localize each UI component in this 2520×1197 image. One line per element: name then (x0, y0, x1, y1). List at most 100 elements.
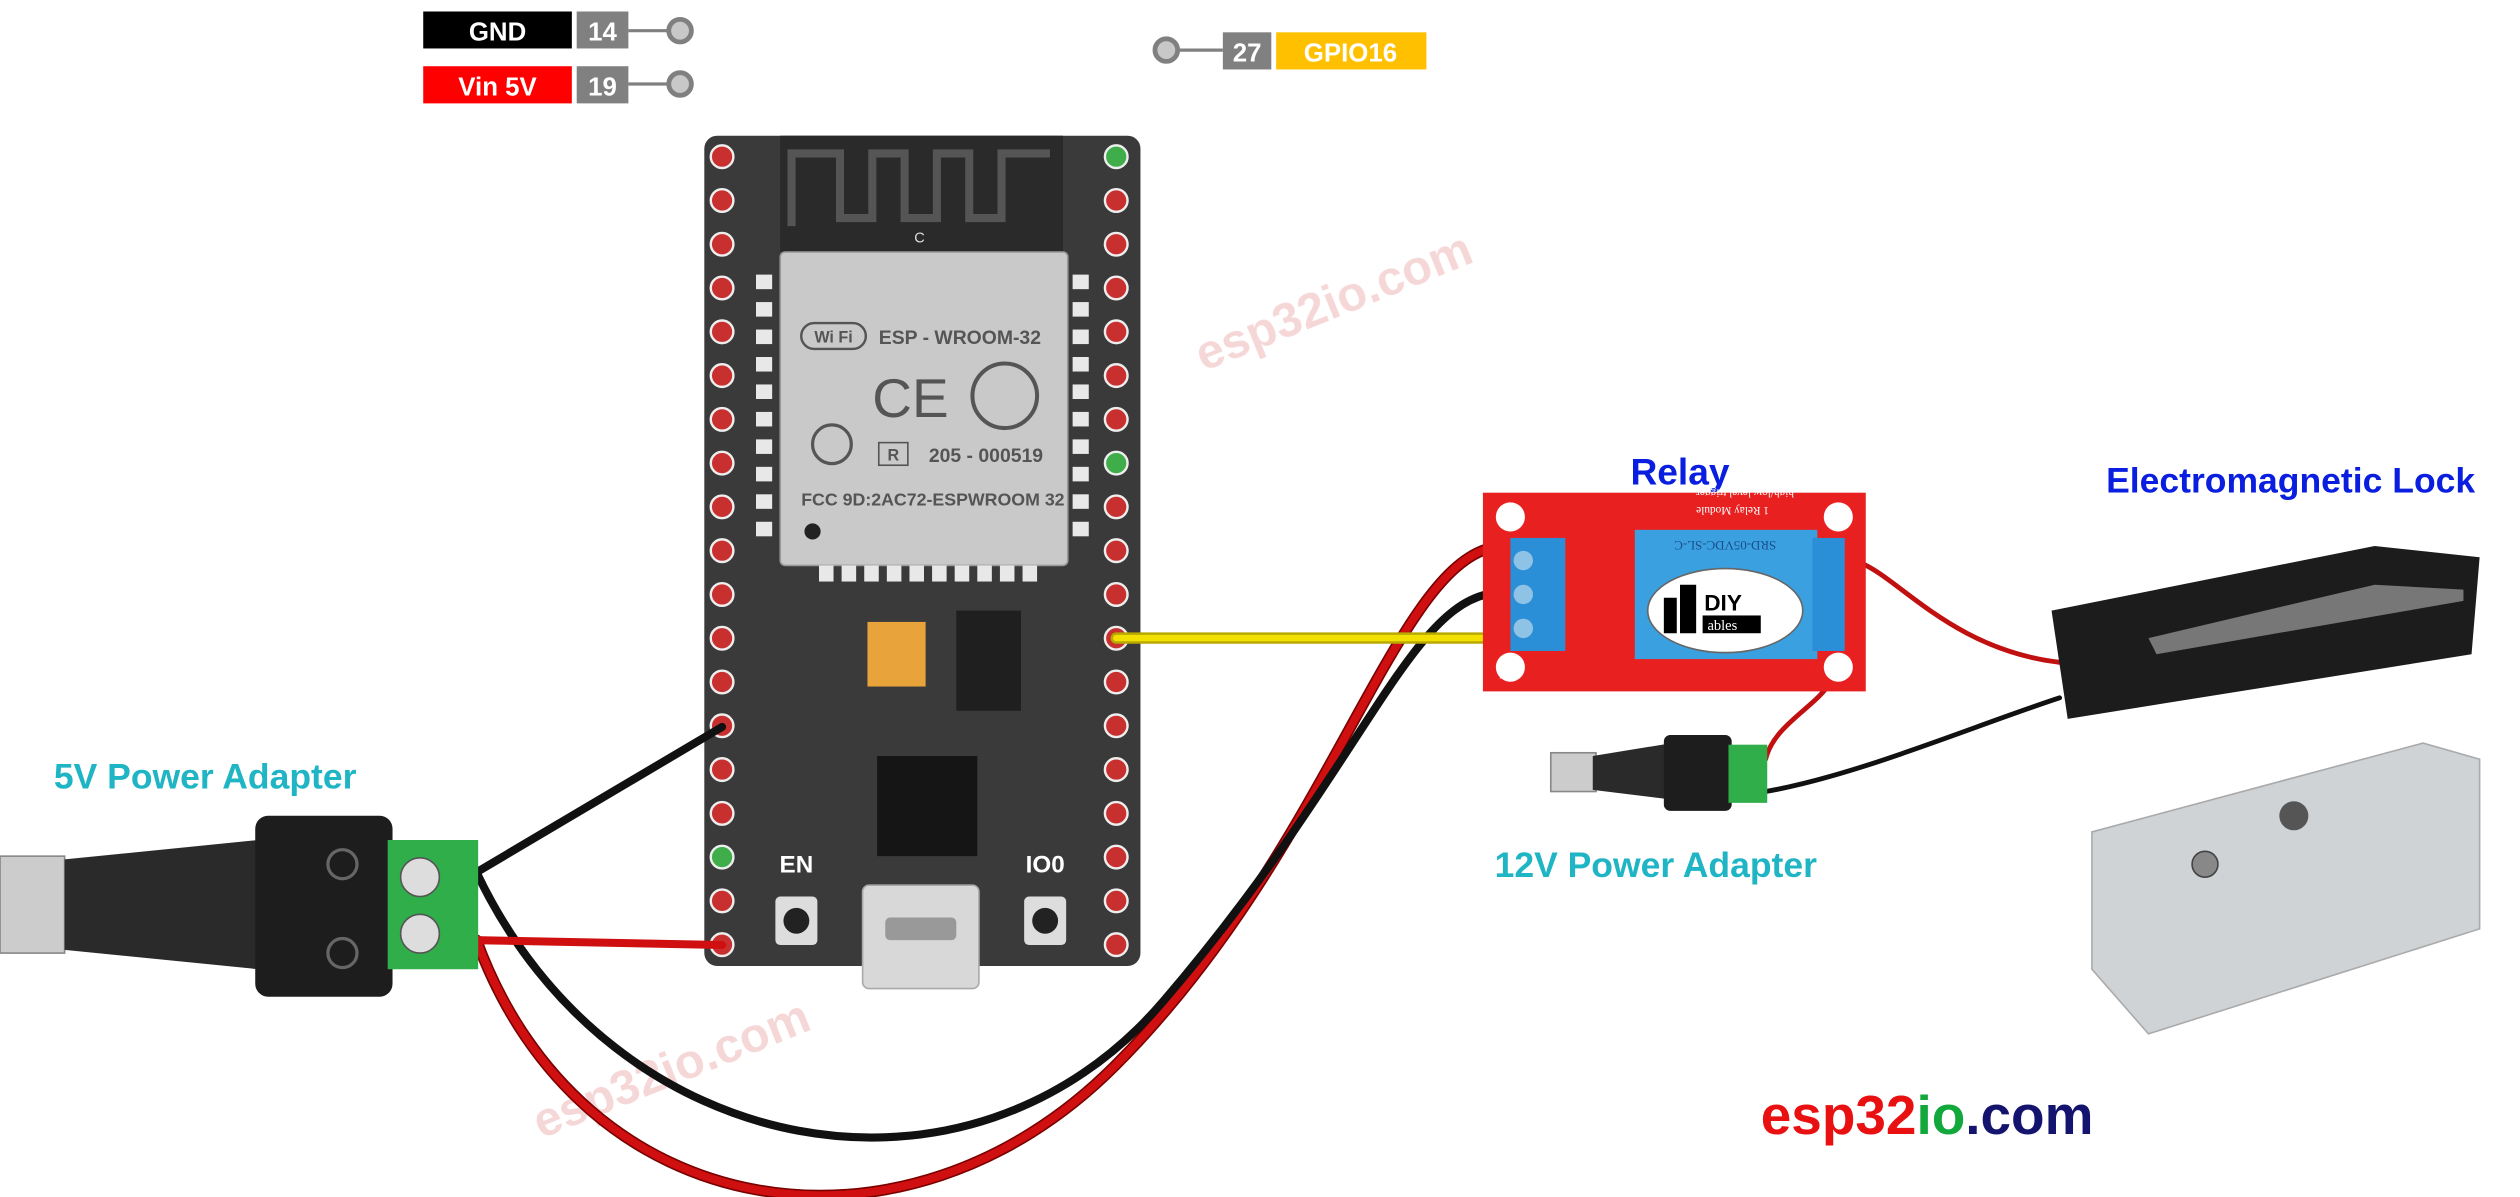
header-pin (1103, 363, 1129, 389)
header-pin (709, 450, 735, 476)
header-pin (709, 363, 735, 389)
header-pin (709, 494, 735, 520)
header-pin (1103, 669, 1129, 695)
relay-model: SRD-05VDC-SL-C (1674, 538, 1776, 553)
header-pin (1103, 319, 1129, 345)
pin-label-vin: Vin 5V 19 (423, 66, 694, 104)
module-pad (1072, 521, 1089, 537)
io0-label: IO0 (1026, 851, 1065, 878)
electromagnetic-lock: Electromagnetic Lock (2051, 461, 2481, 1035)
module-pad (756, 357, 773, 372)
module-pad (977, 565, 992, 582)
module-pad (1072, 357, 1089, 372)
header-pin (1103, 538, 1129, 564)
module-pad (1072, 439, 1089, 454)
module-pad (756, 274, 773, 290)
cert-logo-icon (810, 423, 853, 466)
header-pin (709, 319, 735, 345)
module-pad (1072, 384, 1089, 399)
pin-number: 27 (1233, 39, 1262, 67)
header-pin (709, 187, 735, 213)
header-pin (709, 538, 735, 564)
header-pin (709, 275, 735, 301)
relay-title: Relay (1630, 451, 1729, 493)
brand-top: DIY (1704, 591, 1742, 616)
header-pin (1103, 187, 1129, 213)
ce-mark: CE (872, 367, 948, 429)
header-pin (709, 406, 735, 432)
espressif-logo-icon (970, 361, 1040, 431)
adapter-12v-title: 12V Power Adapter (1495, 845, 1818, 885)
header-pin (1103, 231, 1129, 257)
header-pin (709, 625, 735, 651)
wire-black-gnd-esp (472, 722, 727, 877)
pin-connector-icon (1152, 36, 1181, 64)
cert-number: 205 - 000519 (929, 445, 1043, 467)
module-pad (886, 565, 902, 582)
pin-name: GND (469, 18, 526, 46)
relay-board-text: 1 Relay Module (1696, 504, 1769, 516)
fcc-id: FCC 9D:2AC72-ESPWROOM 32 (801, 490, 1064, 510)
pin-name: Vin 5V (458, 73, 537, 101)
pin-connector-icon (666, 16, 694, 45)
regulator (956, 610, 1021, 711)
header-pin (1103, 406, 1129, 432)
en-label: EN (780, 851, 814, 878)
module-pad (756, 384, 773, 399)
adapter-5v-title: 5V Power Adapter (54, 756, 357, 796)
header-pin (1103, 888, 1129, 914)
wires (470, 543, 2063, 1197)
pin-number: 14 (588, 18, 617, 46)
module-pad (1072, 494, 1089, 509)
header-pin (1103, 494, 1129, 520)
module-pad (1072, 329, 1089, 345)
module-pad (932, 565, 947, 582)
module-name: ESP - WROOM-32 (879, 327, 1041, 349)
header-pin (709, 844, 735, 870)
header-pin (1103, 800, 1129, 826)
terminal-block (387, 840, 479, 970)
header-pin (1103, 713, 1129, 739)
header-pin (1103, 581, 1129, 607)
wifi-logo: Wi Fi (814, 328, 852, 346)
module-pad (909, 565, 924, 582)
module-pad (756, 494, 773, 509)
module-pad (1022, 565, 1038, 582)
header-pin (709, 581, 735, 607)
module-pad (756, 439, 773, 454)
header-pin (1103, 275, 1129, 301)
header-pin (709, 669, 735, 695)
module-pad (954, 565, 970, 582)
header-pin (1103, 450, 1129, 476)
wire-black-lock (1763, 695, 2063, 794)
pwr-label: PWR (1499, 670, 1521, 681)
esp32io-logo: esp32io.com (1761, 1084, 2094, 1146)
module-pad (1072, 466, 1089, 482)
power-adapter-12v: 12V Power Adapter (1495, 735, 1818, 885)
power-adapter-5v: 5V Power Adapter (0, 756, 479, 997)
esp32-board: C Wi Fi ESP - WROOM-32 CE R 205 - 000519… (704, 135, 1141, 990)
pin-number: 19 (588, 73, 617, 101)
watermark: esp32io.com (1187, 222, 1479, 382)
antenna-mark: C (914, 230, 924, 246)
cert-r-mark: R (887, 446, 899, 464)
header-pin (709, 800, 735, 826)
module-pad (999, 565, 1015, 582)
module-pad (864, 565, 879, 582)
pin-connector-icon (666, 70, 694, 98)
header-pin (709, 757, 735, 783)
module-pad (819, 565, 834, 582)
brand-bottom: ables (1707, 618, 1737, 634)
header-pin (1103, 144, 1129, 170)
module-pad (1072, 302, 1089, 317)
module-pad (756, 521, 773, 537)
module-pad (756, 411, 773, 427)
relay-module: Relay 1 Relay Module high/low level trig… (1482, 451, 1866, 692)
usb-chip (877, 756, 978, 857)
header-pin (709, 888, 735, 914)
wire-black-gnd-relay (472, 590, 1491, 1142)
module-pad (841, 565, 857, 582)
header-pin (1103, 844, 1129, 870)
module-pad (756, 466, 773, 482)
